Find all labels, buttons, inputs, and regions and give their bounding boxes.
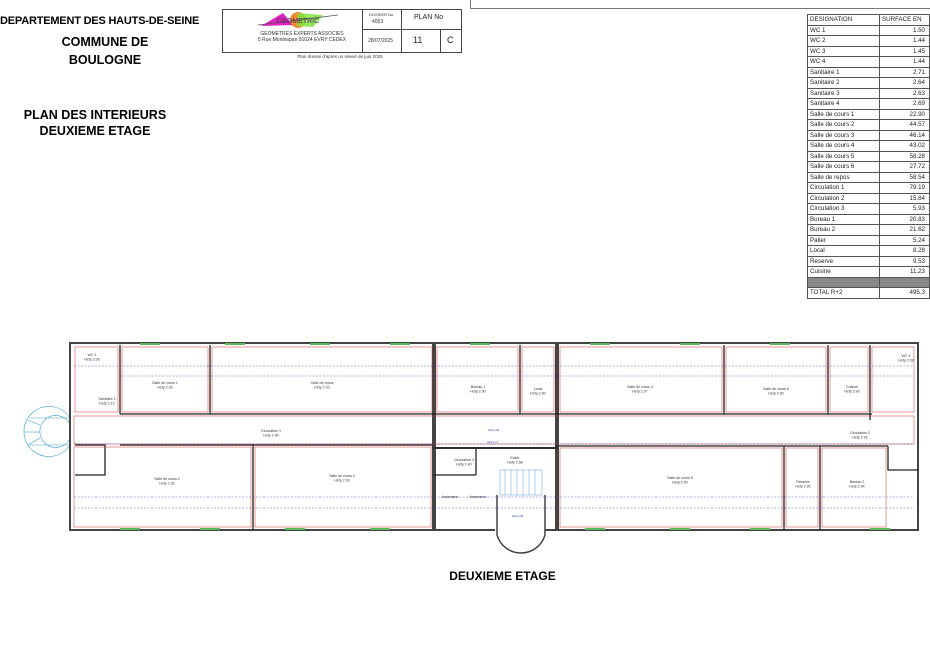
room-surface: 5.93 <box>879 203 930 215</box>
room-designation: Bureau 1 <box>806 213 881 225</box>
room-designation: Circulation 2 <box>806 192 881 204</box>
floor-label: DEUXIEME ETAGE <box>449 569 556 583</box>
room-designation: Palier <box>806 234 881 246</box>
title-block: GEOMETRIC GEOMETRES EXPERTS ASSOCIES 5 R… <box>222 9 462 53</box>
department-heading: DEPARTEMENT DES HAUTS-DE-SEINE <box>0 15 200 27</box>
room-ascenseur-2: Ascenseur <box>470 495 488 499</box>
room-surface: 5.24 <box>879 234 930 246</box>
room-designation: Salle de cours 5 <box>806 150 881 162</box>
room-surface: 15.84 <box>879 192 930 204</box>
room-designation: Local <box>806 245 881 257</box>
room-designation: Salle de cours 3 <box>806 129 881 141</box>
room-surface: 58.28 <box>879 150 930 162</box>
geometric-logo: GEOMETRIC <box>257 12 339 28</box>
dossier-value: 4053 <box>372 19 384 25</box>
room-designation: Circulation 3 <box>806 203 881 215</box>
plan-title: PLAN DES INTERIEURS DEUXIEME ETAGE <box>0 107 190 139</box>
room-surface: 79.19 <box>879 182 930 194</box>
room-surface: 43.02 <box>879 140 930 152</box>
company-address: 5 Rue Montespan 91024 EVRY CEDEX <box>257 37 347 43</box>
ceiling-lines <box>74 365 914 509</box>
room-designation: Circulation 1 <box>806 182 881 194</box>
commune-heading: COMMUNE DE BOULOGNE <box>30 33 180 69</box>
commune-line-1: COMMUNE DE <box>61 35 149 49</box>
external-spiral-stair <box>23 406 71 457</box>
room-surface: 46.14 <box>879 129 930 141</box>
room-designation: Salle de cours 6 <box>806 161 881 173</box>
room-surface: 58.54 <box>879 171 930 183</box>
room-designation: Salle de cours 2 <box>806 119 881 131</box>
plan-date: 28/07/2025 <box>368 38 394 44</box>
plan-title-line-2: DEUXIEME ETAGE <box>39 124 151 138</box>
windows <box>120 343 890 530</box>
room-surface: 21.62 <box>879 224 930 236</box>
interior-walls <box>75 345 918 530</box>
room-outlines <box>73 346 915 528</box>
logo-text: GEOMETRIC <box>277 18 319 25</box>
plan-index: C <box>447 35 454 45</box>
room-surface: 44.57 <box>879 119 930 131</box>
room-designation: Salle de repos <box>806 171 881 183</box>
room-designation: Bureau 2 <box>806 224 881 236</box>
plan-number: 11 <box>413 35 423 45</box>
room-designation: Salle de cours 4 <box>806 140 881 152</box>
sheet-frame <box>470 0 930 9</box>
total-value: 495.3 <box>879 287 930 299</box>
company-name: GEOMETRES EXPERTS ASSOCIES <box>260 31 344 37</box>
stair-flight <box>499 469 543 496</box>
room-surface: 27.72 <box>879 161 930 173</box>
survey-note: Plan dressé d'après un relevé de juin 20… <box>297 54 383 59</box>
corridor-height-2: Hsfp 2.17 <box>487 440 499 444</box>
plan-title-line-1: PLAN DES INTERIEURS <box>23 108 167 122</box>
plan-no-label: PLAN No <box>414 14 444 21</box>
room-surface: 20.83 <box>879 213 930 225</box>
corridor-height: Hsfp 2.90 <box>488 428 500 432</box>
total-label: TOTAL R+2 <box>806 287 881 299</box>
commune-line-2: BOULOGNE <box>68 53 142 67</box>
room-ascenseur-1: Ascenseur <box>442 495 460 499</box>
stair-height: Hsfp 2.68 <box>512 514 524 518</box>
dossier-label: DOSSIER No <box>369 12 394 17</box>
room-surface: 8.28 <box>879 245 930 257</box>
